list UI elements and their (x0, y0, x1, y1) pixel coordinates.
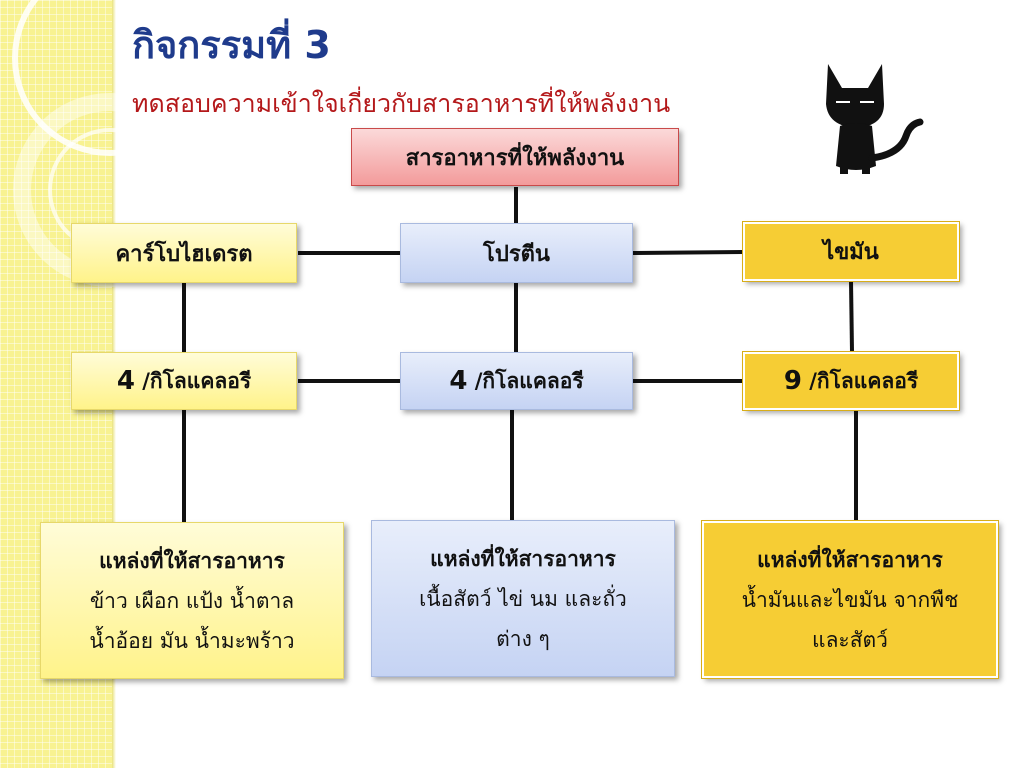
source-line: เนื้อสัตว์ ไข่ นม และถั่ว (419, 586, 627, 611)
black-cat-icon (826, 64, 924, 174)
source-line: และสัตว์ (812, 627, 888, 652)
source-line: น้ำมันและไขมัน จากพืช (741, 587, 959, 612)
source-node-protein: แหล่งที่ให้สารอาหาร เนื้อสัตว์ ไข่ นม แล… (371, 520, 675, 677)
energy-node-fat: 9 /กิโลแคลอรี (742, 351, 960, 411)
energy-value: 4 (116, 366, 135, 396)
nutrient-node-protein: โปรตีน (400, 223, 633, 283)
source-node-carbohydrate: แหล่งที่ให้สารอาหาร ข้าว เผือก แป้ง น้ำต… (40, 522, 344, 679)
energy-node-carbohydrate: 4 /กิโลแคลอรี (71, 352, 297, 410)
nutrient-label: คาร์โบไฮเดรต (115, 241, 253, 267)
slide-subtitle: ทดสอบความเข้าใจเกี่ยวกับสารอาหารที่ให้พล… (132, 89, 671, 118)
nutrient-node-fat: ไขมัน (742, 221, 960, 282)
energy-unit: /กิโลแคลอรี (809, 368, 919, 393)
source-heading: แหล่งที่ให้สารอาหาร (99, 548, 285, 573)
nutrient-label: ไขมัน (823, 240, 879, 265)
energy-value: 9 (783, 366, 802, 396)
source-heading: แหล่งที่ให้สารอาหาร (430, 546, 616, 571)
root-node: สารอาหารที่ให้พลังงาน (351, 128, 679, 186)
source-heading: แหล่งที่ให้สารอาหาร (757, 547, 943, 572)
source-line: ข้าว เผือก แป้ง น้ำตาล (89, 588, 295, 613)
energy-node-protein: 4 /กิโลแคลอรี (400, 352, 633, 410)
source-line: ต่าง ๆ (496, 626, 550, 651)
nutrient-label: โปรตีน (483, 241, 550, 267)
nutrient-node-carbohydrate: คาร์โบไฮเดรต (71, 223, 297, 283)
source-line: น้ำอ้อย มัน น้ำมะพร้าว (89, 628, 295, 653)
energy-value: 4 (449, 366, 468, 396)
energy-unit: /กิโลแคลอรี (474, 368, 584, 393)
source-node-fat: แหล่งที่ให้สารอาหาร น้ำมันและไขมัน จากพื… (701, 520, 999, 679)
energy-unit: /กิโลแคลอรี (142, 368, 252, 393)
slide-title: กิจกรรมที่ 3 (132, 23, 331, 67)
root-label: สารอาหารที่ให้พลังงาน (405, 145, 625, 171)
